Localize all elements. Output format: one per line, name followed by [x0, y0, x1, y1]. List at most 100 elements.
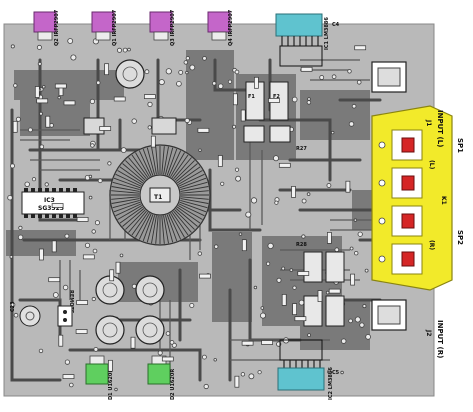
c4-label: C4 — [332, 22, 340, 28]
solder-pad — [24, 181, 30, 187]
solder-pad — [306, 192, 311, 196]
c5-label: C5 — [332, 370, 340, 376]
solder-pad — [276, 277, 282, 283]
solder-pad — [7, 194, 13, 201]
c23-capacitor — [19, 305, 41, 327]
mosfet-q4-ref: Q4 — [228, 38, 234, 46]
small-component — [234, 375, 240, 388]
solder-pad — [36, 44, 42, 50]
solder-pad — [64, 233, 70, 239]
solder-pad — [250, 197, 258, 204]
solder-pad — [234, 69, 240, 75]
solder-pad — [331, 130, 335, 135]
solder-pad — [291, 96, 298, 103]
small-component — [48, 277, 61, 283]
solder-pad — [117, 47, 123, 53]
small-component — [58, 334, 64, 347]
solder-pad — [281, 266, 286, 271]
small-component — [51, 240, 57, 253]
solder-pad — [260, 306, 265, 310]
electrolytic-cap-centers — [102, 66, 158, 338]
remote-connector — [57, 305, 73, 327]
solder-pad — [292, 285, 297, 290]
small-components — [12, 45, 367, 388]
t1-label: T1 — [154, 194, 162, 201]
rectifier-d1-part: U1620R — [108, 369, 114, 391]
solder-pad — [362, 304, 367, 309]
solder-pad — [122, 47, 128, 53]
mosfet-q2-part: IRFP2907 — [54, 9, 60, 36]
mosfet-q3-part: IRFP2907 — [170, 9, 176, 36]
amp-ic2-part: LM3886 — [328, 367, 334, 390]
solder-pad — [147, 101, 153, 108]
solder-pad — [253, 285, 258, 290]
solder-pad — [235, 175, 242, 182]
sp1-label: SP1 — [456, 138, 464, 153]
l-mark: (L) — [428, 160, 435, 170]
svg-text:D1 U1620R: D1 U1620R — [108, 369, 114, 400]
solder-pad — [267, 242, 274, 249]
amp-ic1-ref: IC1 — [324, 40, 330, 50]
solder-pad — [348, 121, 355, 127]
small-component — [62, 374, 75, 379]
svg-text:Q4 IRFP2907: Q4 IRFP2907 — [228, 9, 234, 46]
rectifier-d2-ref: D2 — [170, 392, 176, 400]
solder-pad — [306, 100, 312, 105]
solder-pad — [17, 234, 24, 240]
solder-pad — [325, 290, 330, 295]
solder-pad — [213, 244, 219, 249]
mosfet-q4: Q4 IRFP2907 — [207, 9, 234, 46]
solder-pad — [298, 299, 305, 306]
mosfet-q1: Q1 IRFP2907 — [91, 9, 118, 46]
mosfet-q3: Q3 IRFP2907 — [149, 9, 176, 46]
small-component — [12, 120, 18, 133]
solder-pad — [184, 117, 190, 124]
solder-pad — [213, 358, 217, 362]
mosfet-q4-part: IRFP2907 — [228, 9, 234, 36]
small-component — [268, 98, 280, 103]
solder-pad — [70, 54, 77, 61]
solder-pad — [326, 183, 332, 188]
sp2-label: SP2 — [456, 230, 464, 245]
electrolytic-caps — [95, 59, 165, 345]
solder-pad — [340, 370, 344, 375]
solder-pad — [341, 338, 347, 344]
small-component — [317, 290, 323, 302]
solder-pad — [240, 372, 246, 377]
solder-pad — [289, 268, 294, 272]
solder-pad — [131, 118, 137, 124]
fuse2-label: F2 — [273, 94, 280, 100]
amp-ic2-ref: IC2 — [328, 390, 334, 400]
solder-pad — [90, 143, 95, 148]
solder-pad — [265, 261, 271, 266]
small-component — [328, 288, 341, 294]
solder-pad — [97, 178, 103, 184]
small-component — [217, 155, 223, 167]
solder-pad — [334, 247, 340, 253]
solder-pad — [349, 246, 354, 251]
solder-pad — [201, 354, 207, 360]
rectifier-d2-part: U1620R — [170, 369, 176, 391]
solder-pad — [157, 350, 163, 356]
mosfet-q1-ref: Q1 — [112, 38, 118, 46]
amp-ic1-part: LM3886 — [324, 17, 330, 40]
solder-pad — [120, 147, 127, 154]
solder-pad — [259, 312, 266, 319]
solder-pad — [144, 69, 150, 75]
small-component — [130, 336, 136, 349]
small-component — [82, 254, 95, 260]
solder-pad — [15, 116, 21, 122]
small-component — [294, 316, 307, 322]
solder-pad — [238, 232, 243, 236]
solder-pad — [57, 95, 61, 100]
solder-pad — [39, 111, 43, 116]
solder-pad — [94, 220, 100, 226]
svg-text:IC1 LM3886: IC1 LM3886 — [324, 17, 330, 50]
solder-pad — [147, 125, 152, 130]
speaker-terminal-block — [371, 105, 453, 291]
mosfet-row-top: Q2 IRFP2907 Q1 IRFP2907 Q3 IRFP2907 Q4 I… — [33, 9, 234, 46]
solder-pad — [64, 359, 71, 365]
input-r-label: INPUT (R) — [436, 320, 444, 358]
svg-text:Q2 IRFP2907: Q2 IRFP2907 — [54, 9, 60, 46]
